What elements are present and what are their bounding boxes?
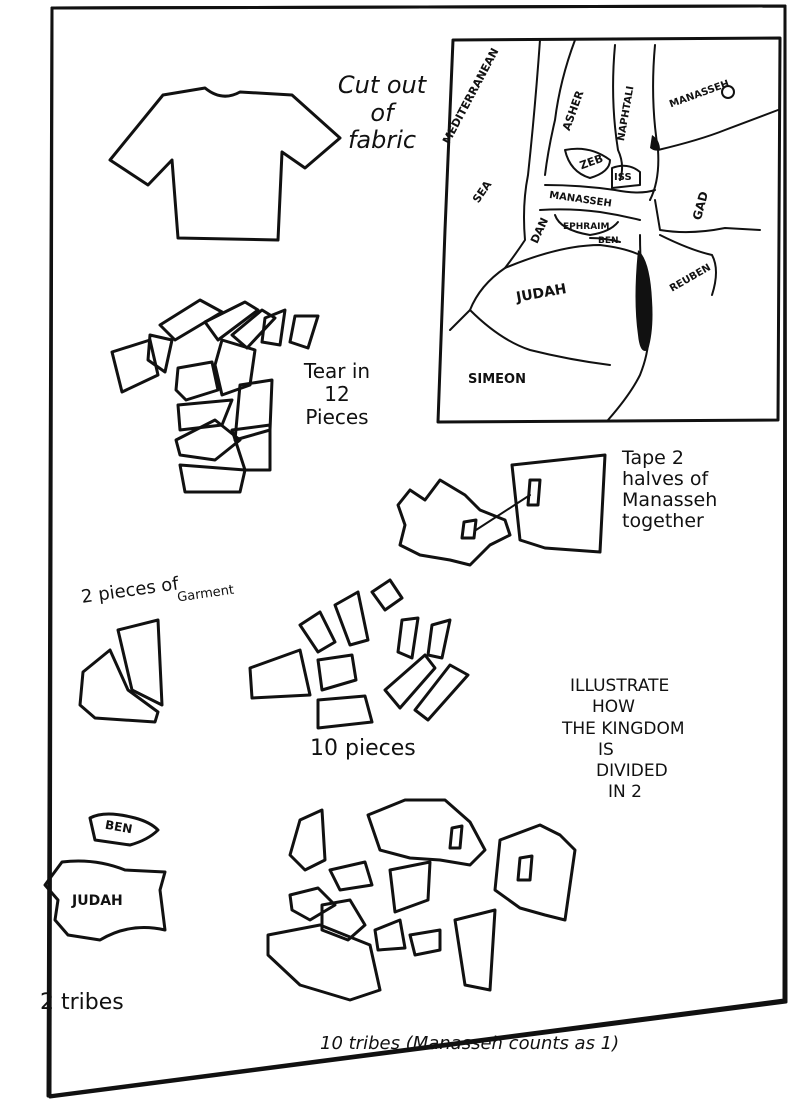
ben-judah-pieces: [45, 814, 165, 940]
map-label-simeon: SIMEON: [468, 372, 526, 387]
illustrate-line-6: IN 2: [562, 782, 685, 803]
two-tribes-label: 2 tribes: [40, 990, 124, 1015]
illustrate-label: ILLUSTRATE HOW THE KINGDOM IS DIVIDED IN…: [562, 676, 685, 804]
tear-line-1: Tear in: [292, 360, 382, 383]
piece-label-judah: JUDAH: [72, 893, 123, 909]
two-garment-pieces: [80, 620, 162, 722]
torn-shirt-pieces: [112, 300, 318, 492]
map-label-ephraim: EPHRAIM: [563, 222, 609, 232]
tear-label: Tear in 12 Pieces: [292, 360, 382, 429]
map-label-ben: BEN: [598, 236, 619, 246]
cut-out-line-1: Cut out: [312, 72, 452, 100]
illustrate-line-3: THE KINGDOM: [562, 719, 685, 740]
map-label-iss: ISS: [614, 172, 632, 183]
ten-tribes-label: 10 tribes (Manasseh counts as 1): [320, 1034, 619, 1055]
illustrate-line-1: ILLUSTRATE: [562, 676, 685, 697]
cut-out-label: Cut out of fabric: [312, 72, 452, 155]
illustrate-line-4: IS: [562, 740, 685, 761]
cut-out-line-2: of: [312, 100, 452, 128]
illustrate-line-2: HOW: [562, 697, 685, 718]
cut-out-line-3: fabric: [312, 127, 452, 155]
tear-line-3: Pieces: [292, 406, 382, 429]
ten-pieces-label: 10 pieces: [310, 736, 416, 761]
manasseh-halves: [398, 455, 605, 565]
tape-line-4: together: [622, 511, 717, 532]
tshirt-outline: [110, 88, 340, 240]
tape-line-1: Tape 2: [622, 448, 717, 469]
ten-tribes-pieces: [268, 800, 575, 1000]
tape-label: Tape 2 halves of Manasseh together: [622, 448, 717, 532]
ten-pieces: [250, 580, 468, 728]
tear-line-2: 12: [292, 383, 382, 406]
tape-line-2: halves of: [622, 469, 717, 490]
illustrate-line-5: DIVIDED: [562, 761, 685, 782]
tape-line-3: Manasseh: [622, 490, 717, 511]
